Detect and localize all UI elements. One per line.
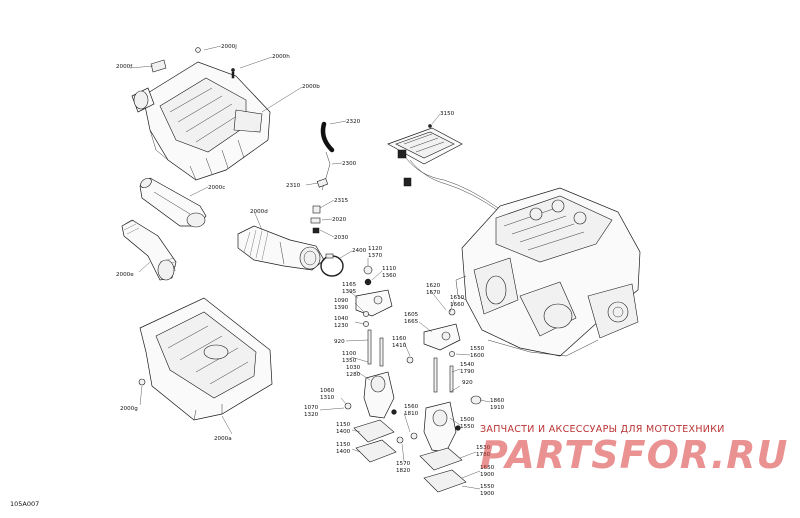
callout-1530: 1530 xyxy=(476,445,491,451)
engine-mount-left xyxy=(344,265,414,463)
callout-2320: 2320 xyxy=(346,119,361,125)
callout-1790: 1790 xyxy=(460,369,475,375)
callout-1360: 1360 xyxy=(382,273,397,279)
intake-manifold xyxy=(131,61,271,181)
callout-1780: 1780 xyxy=(476,452,491,458)
callout-920-right: 920 xyxy=(462,380,473,386)
air-duct-2000e xyxy=(121,219,177,281)
inlet-duct xyxy=(139,177,207,228)
callout-2000a: 2000a xyxy=(214,436,232,442)
callout-1810: 1810 xyxy=(404,411,419,417)
callout-3150: 3150 xyxy=(440,111,455,117)
diagram-code: 105A007 xyxy=(10,500,40,508)
callout-1070: 1070 xyxy=(304,405,319,411)
watermark-logo: PARTSFOR.RU xyxy=(480,433,789,477)
callout-2000b: 2000b xyxy=(302,84,320,90)
callout-1860: 1860 xyxy=(490,398,505,404)
callout-1090: 1090 xyxy=(334,298,349,304)
callout-1320: 1320 xyxy=(304,412,319,418)
callout-1280: 1280 xyxy=(346,372,361,378)
callout-labels: 2000j 2000f 2000h 2000b 2320 3150 2300 2… xyxy=(116,44,505,497)
callout-1400-b: 1400 xyxy=(336,449,351,455)
callout-1395: 1395 xyxy=(342,289,357,295)
manifold-clip xyxy=(150,47,235,79)
callout-2020: 2020 xyxy=(332,217,347,223)
callout-1660: 1660 xyxy=(450,302,465,308)
hose-clamp xyxy=(320,253,344,277)
callout-2000f: 2000f xyxy=(116,64,133,70)
callout-1040: 1040 xyxy=(334,316,349,322)
callout-2000d: 2000d xyxy=(250,209,268,215)
callout-1410: 1410 xyxy=(392,343,407,349)
callout-2000c: 2000c xyxy=(208,185,225,191)
callout-1820: 1820 xyxy=(396,468,411,474)
callout-1100: 1100 xyxy=(342,351,357,357)
callout-2300: 2300 xyxy=(342,161,357,167)
engine-mount-right xyxy=(410,308,482,493)
callout-1165: 1165 xyxy=(342,282,357,288)
callout-1230: 1230 xyxy=(334,323,349,329)
callout-1550-b: 1550 xyxy=(460,424,475,430)
callout-1550-c: 1550 xyxy=(480,484,495,490)
callout-920-left: 920 xyxy=(334,339,345,345)
callout-1670: 1670 xyxy=(426,290,441,296)
callout-1665: 1665 xyxy=(404,319,419,325)
callout-1605: 1605 xyxy=(404,312,419,318)
callout-1350: 1350 xyxy=(342,358,357,364)
engine-control-module xyxy=(387,124,501,213)
callout-2310: 2310 xyxy=(286,183,301,189)
callout-1610: 1610 xyxy=(450,295,465,301)
watermark: ЗАПЧАСТИ И АКСЕССУАРЫ ДЛЯ МОТОТЕХНИКИ PA… xyxy=(480,424,789,477)
callout-1900-b: 1900 xyxy=(480,491,495,497)
callout-1150: 1150 xyxy=(336,422,351,428)
callout-2000g: 2000g xyxy=(120,406,138,412)
callout-1110: 1110 xyxy=(382,266,397,272)
callout-1620: 1620 xyxy=(426,283,441,289)
callout-1650: 1650 xyxy=(480,465,495,471)
oil-pan xyxy=(138,297,273,421)
callout-1030: 1030 xyxy=(346,365,361,371)
callout-1160: 1160 xyxy=(392,336,407,342)
callout-1910: 1910 xyxy=(490,405,505,411)
callout-1120: 1120 xyxy=(368,246,383,252)
callout-1310: 1310 xyxy=(320,395,335,401)
callout-1500: 1500 xyxy=(460,417,475,423)
callout-1150-b: 1150 xyxy=(336,442,351,448)
callout-1570: 1570 xyxy=(396,461,411,467)
callout-2030: 2030 xyxy=(334,235,349,241)
callout-1390: 1390 xyxy=(334,305,349,311)
callout-1060: 1060 xyxy=(320,388,335,394)
intake-tube-2000d xyxy=(237,225,325,271)
callout-2000h: 2000h xyxy=(272,54,290,60)
engine-assembly xyxy=(455,187,641,357)
vent-hose xyxy=(310,121,335,234)
callout-1400: 1400 xyxy=(336,429,351,435)
callout-2000e: 2000e xyxy=(116,272,134,278)
callout-1900: 1900 xyxy=(480,472,495,478)
callout-1560: 1560 xyxy=(404,404,419,410)
callout-1540: 1540 xyxy=(460,362,475,368)
callout-1550: 1550 xyxy=(470,346,485,352)
callout-2000j: 2000j xyxy=(221,44,237,50)
callout-1370: 1370 xyxy=(368,253,383,259)
callout-2400: 2400 xyxy=(352,248,367,254)
callout-2315: 2315 xyxy=(334,198,349,204)
leader-lines xyxy=(129,45,491,490)
callout-1600: 1600 xyxy=(470,353,485,359)
watermark-tagline: ЗАПЧАСТИ И АКСЕССУАРЫ ДЛЯ МОТОТЕХНИКИ xyxy=(480,424,725,435)
